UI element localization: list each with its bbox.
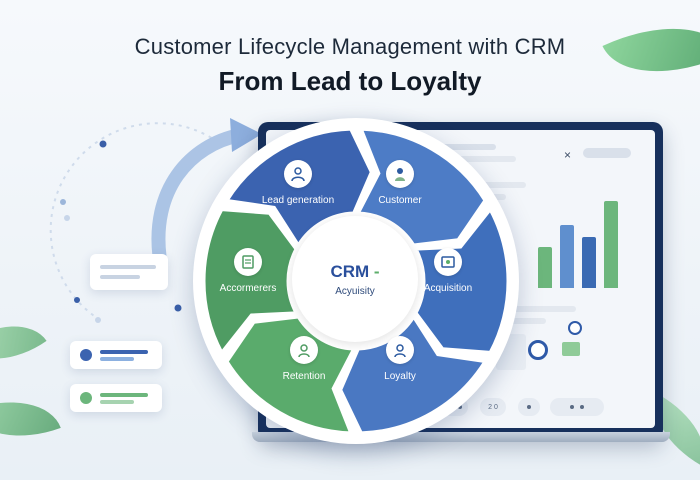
status-block	[562, 342, 580, 356]
wheel-segment	[202, 208, 299, 356]
crm-title-mark: -	[373, 261, 380, 281]
nav-button[interactable]	[550, 398, 604, 416]
segment-label: Accormerers	[219, 283, 277, 294]
retention-icon	[290, 336, 318, 364]
acquisition-icon	[434, 248, 462, 276]
segment-label: Customer	[378, 195, 422, 206]
segment-retention[interactable]: Retention	[256, 336, 352, 382]
segment-label: Acquisition	[423, 283, 473, 294]
wheel-segment	[225, 315, 357, 435]
segment-loyalty[interactable]: Loyalty	[352, 336, 448, 382]
bar-chart	[538, 196, 626, 288]
dot-button[interactable]	[518, 398, 540, 416]
wheel-segment	[355, 127, 487, 247]
lifecycle-wheel-segments	[202, 127, 510, 435]
document-icon	[234, 248, 262, 276]
segment-label: Retention	[282, 371, 326, 382]
toggle-ring[interactable]	[568, 321, 582, 335]
contact-card	[70, 384, 162, 412]
page-button[interactable]: 2 0	[480, 398, 506, 416]
page-subtitle: From Lead to Loyalty	[218, 66, 482, 96]
crm-title-main: CRM	[330, 261, 370, 281]
leaf-decoration	[0, 382, 61, 456]
crm-hub: CRM - Acyuisity	[292, 216, 418, 342]
person-icon	[284, 160, 312, 188]
chart-bar	[560, 225, 574, 288]
segment-lead-generation[interactable]: Lead generation	[250, 160, 346, 206]
segment-label: Loyalty	[384, 371, 416, 382]
avatar	[80, 392, 92, 404]
chart-bar	[582, 237, 596, 288]
header-pill	[583, 148, 631, 158]
chart-bar	[538, 246, 552, 288]
segment-acquisition[interactable]: Acquisition	[400, 248, 496, 294]
close-icon[interactable]: ×	[563, 148, 571, 162]
page-title: Customer Lifecycle Management with CRM	[134, 34, 566, 59]
wheel-segment	[413, 206, 510, 354]
cycle-arrow-icon	[49, 118, 262, 323]
avatar	[80, 349, 92, 361]
segment-accormerers[interactable]: Accormerers	[200, 248, 296, 294]
status-ring	[528, 340, 548, 360]
segment-customer[interactable]: Customer	[352, 160, 448, 206]
crm-title: CRM -	[330, 262, 379, 282]
loyalty-icon	[386, 336, 414, 364]
wheel-segment	[339, 314, 488, 435]
chart-bar	[604, 200, 618, 288]
crm-subtitle: Acyuisity	[335, 285, 375, 297]
info-card	[90, 254, 168, 290]
customer-icon	[386, 160, 414, 188]
segment-label: Lead generation	[261, 195, 335, 206]
contact-card	[70, 341, 162, 369]
laptop-base	[252, 432, 670, 442]
